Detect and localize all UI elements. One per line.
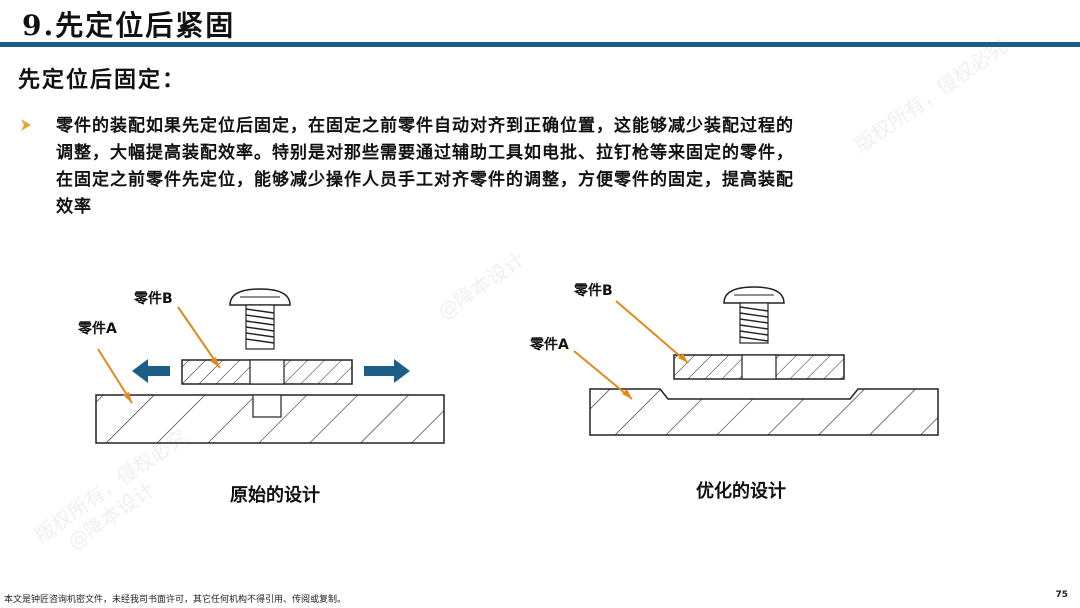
part-a-label: 零件A: [529, 336, 569, 353]
optimized-design-caption: 优化的设计: [696, 480, 786, 502]
section-heading: 先定位后固定：: [18, 67, 187, 93]
title-divider: [0, 42, 1080, 47]
optimized-design-diagram: 零件B 零件A 优化的设计: [520, 275, 950, 515]
orange-arrow-bullet-icon: [20, 113, 56, 221]
leader-arrowhead: [622, 389, 632, 399]
original-design-diagram: 零件B 零件A 原始的设计: [70, 275, 470, 515]
bullet-text: 零件的装配如果先定位后固定，在固定之前零件自动对齐到正确位置，这能够减少装配过程…: [56, 113, 794, 221]
part-b-plate: [673, 354, 845, 380]
leader-arrowhead: [123, 392, 132, 403]
part-a-base: [589, 388, 939, 436]
bullet-paragraph: 零件的装配如果先定位后固定，在固定之前零件自动对齐到正确位置，这能够减少装配过程…: [20, 113, 1000, 221]
part-b-leader: [177, 306, 221, 369]
original-design-caption: 原始的设计: [230, 484, 320, 506]
confidentiality-notice: 本文是钟匠咨询机密文件，未经我司书面许可，其它任何机构不得引用、传阅或复制。: [4, 595, 347, 605]
part-b-label: 零件B: [133, 290, 173, 307]
part-a-leader: [573, 350, 633, 400]
screw-icon: [229, 288, 291, 350]
screw-icon: [723, 286, 785, 344]
leader-arrowhead: [678, 353, 688, 363]
bullet-line: 效率: [56, 197, 92, 217]
part-a-label: 零件A: [77, 320, 117, 337]
page-number: 75: [1055, 590, 1068, 600]
shift-left-arrow-icon: [132, 359, 170, 383]
part-b-plate: [181, 359, 353, 385]
part-b-label: 零件B: [573, 282, 613, 299]
part-a-base: [95, 394, 445, 444]
bullet-line: 在固定之前零件先定位，能够减少操作人员手工对齐零件的调整，方便零件的固定，提高装…: [56, 170, 794, 190]
part-b-leader: [615, 300, 689, 364]
slide-title: 9.先定位后紧固: [22, 9, 236, 42]
bullet-line: 零件的装配如果先定位后固定，在固定之前零件自动对齐到正确位置，这能够减少装配过程…: [56, 116, 794, 136]
shift-right-arrow-icon: [364, 359, 410, 383]
leader-arrowhead: [210, 357, 220, 368]
bullet-line: 调整，大幅提高装配效率。特别是对那些需要通过辅助工具如电批、拉钉枪等来固定的零件…: [56, 143, 794, 163]
